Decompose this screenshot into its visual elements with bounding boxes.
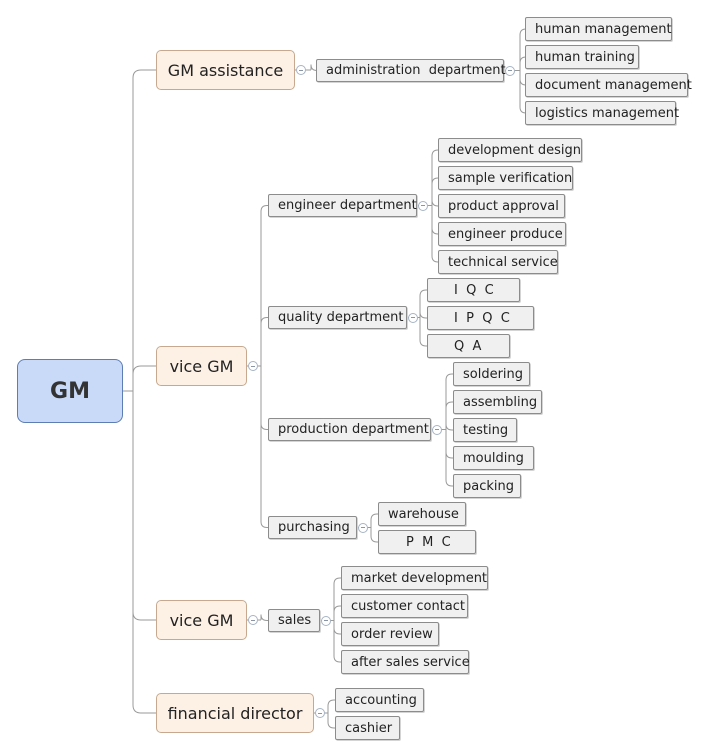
node-financial-item[interactable]: cashier: [335, 716, 400, 740]
node-quality-department[interactable]: quality department: [268, 306, 407, 329]
connector-line: [419, 317, 427, 347]
collapse-toggle-icon[interactable]: [248, 615, 258, 625]
node-production-item[interactable]: testing: [453, 418, 517, 442]
node-admin-item[interactable]: logistics management: [525, 101, 679, 125]
connector-line: [132, 365, 156, 391]
connector-line: [260, 366, 268, 430]
collapse-toggle-icon[interactable]: [248, 361, 258, 371]
node-admin-item[interactable]: human management: [525, 17, 672, 41]
connector-line: [327, 713, 335, 729]
connector-line: [327, 699, 335, 713]
node-quality-item[interactable]: Q A: [427, 334, 510, 358]
connector-line: [333, 577, 341, 621]
connector-line: [260, 317, 268, 366]
node-engineer-item[interactable]: sample verification: [438, 166, 573, 190]
node-financial-item[interactable]: accounting: [335, 688, 424, 712]
collapse-toggle-icon[interactable]: [418, 200, 428, 211]
collapse-toggle-icon[interactable]: [358, 522, 368, 533]
connector-line: [260, 614, 268, 621]
connector-line: [445, 423, 453, 431]
node-engineer-department[interactable]: engineer department: [268, 194, 417, 217]
node-production-item[interactable]: soldering: [453, 362, 530, 386]
connector-line: [445, 429, 453, 459]
node-engineer-item[interactable]: product approval: [438, 194, 565, 218]
node-vice-gm-1[interactable]: vice GM: [156, 346, 247, 386]
connector-line: [431, 205, 439, 263]
node-sales-item[interactable]: customer contact: [341, 594, 468, 618]
node-sales-item[interactable]: market development: [341, 566, 488, 590]
node-engineer-item[interactable]: development design: [438, 138, 582, 162]
node-gm-assistance[interactable]: GM assistance: [156, 50, 295, 90]
collapse-toggle-icon[interactable]: [505, 65, 515, 76]
connector-line: [260, 366, 268, 528]
connector-line: [370, 527, 378, 543]
node-purchasing-item[interactable]: P M C: [378, 530, 476, 554]
node-production-item[interactable]: packing: [453, 474, 521, 498]
connector-line: [260, 205, 268, 366]
node-sales-item[interactable]: after sales service: [341, 650, 470, 674]
node-purchasing-item[interactable]: warehouse: [378, 502, 466, 526]
connector-line: [370, 513, 378, 528]
connector-line: [419, 311, 427, 319]
node-production-department[interactable]: production department: [268, 418, 431, 441]
node-financial-director[interactable]: financial director: [156, 693, 314, 733]
connector-line: [132, 391, 156, 621]
collapse-toggle-icon[interactable]: [408, 312, 418, 323]
node-engineer-item[interactable]: engineer produce: [438, 222, 566, 246]
node-administration-department[interactable]: administration department: [316, 59, 506, 82]
collapse-toggle-icon[interactable]: [315, 708, 325, 718]
node-sales-item[interactable]: order review: [341, 622, 439, 646]
connector-line: [431, 149, 439, 206]
node-production-item[interactable]: assembling: [453, 390, 542, 414]
connector-line: [445, 373, 453, 430]
connector-line: [431, 199, 439, 207]
root-node-gm[interactable]: GM: [17, 359, 123, 423]
collapse-toggle-icon[interactable]: [296, 65, 306, 75]
connector-line: [132, 69, 156, 391]
node-production-item[interactable]: moulding: [453, 446, 534, 470]
node-vice-gm-2[interactable]: vice GM: [156, 600, 247, 640]
connector-line: [445, 429, 453, 487]
node-admin-item[interactable]: document management: [525, 73, 692, 97]
connector-line: [333, 605, 341, 621]
connector-line: [132, 391, 156, 714]
connector-line: [445, 401, 453, 430]
node-purchasing[interactable]: purchasing: [268, 516, 357, 539]
collapse-toggle-icon[interactable]: [432, 424, 442, 435]
node-admin-item[interactable]: human training: [525, 45, 639, 69]
node-quality-item[interactable]: I P Q C: [427, 306, 534, 330]
connector-line: [419, 289, 427, 318]
connector-line: [333, 620, 341, 663]
collapse-toggle-icon[interactable]: [321, 615, 331, 626]
node-sales[interactable]: sales: [268, 609, 320, 632]
node-quality-item[interactable]: I Q C: [427, 278, 520, 302]
node-engineer-item[interactable]: technical service: [438, 250, 558, 274]
connector-line: [431, 177, 439, 206]
connector-line: [333, 620, 341, 635]
